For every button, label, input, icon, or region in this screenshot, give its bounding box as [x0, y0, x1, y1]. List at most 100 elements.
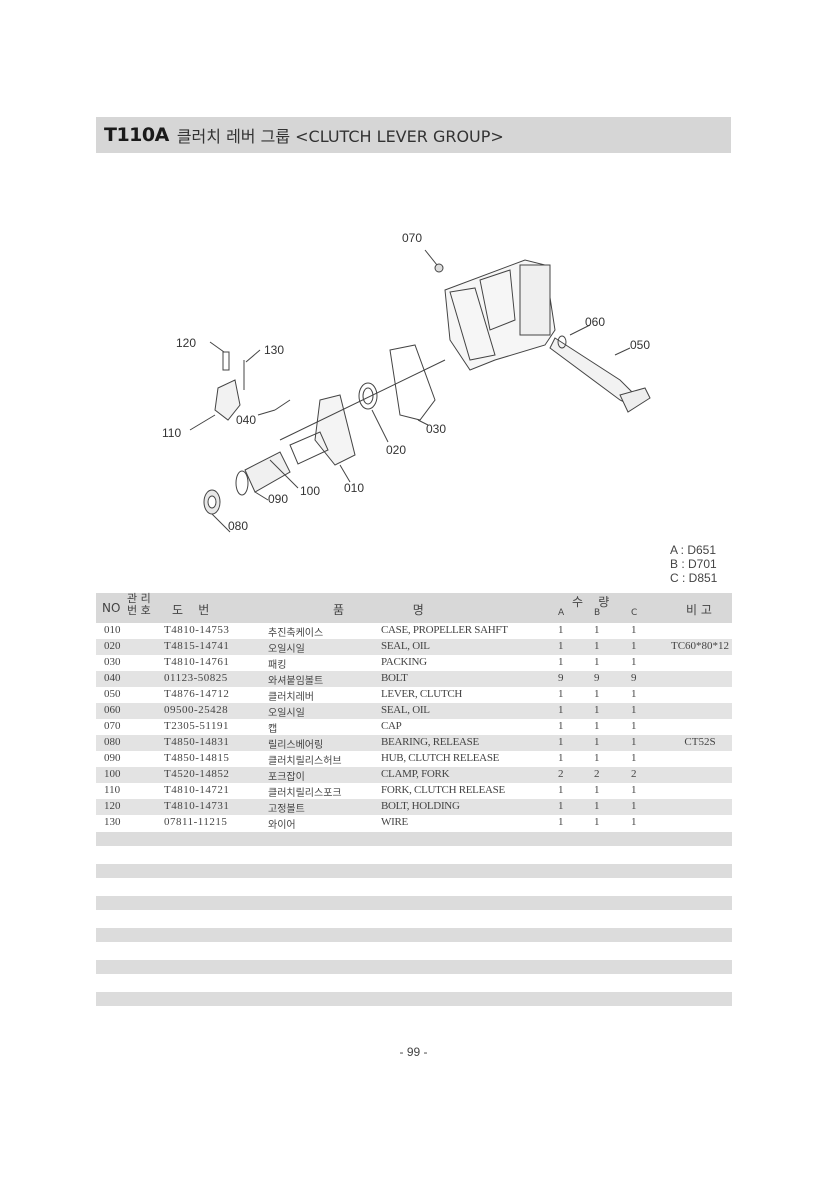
- row-no: 010: [104, 624, 121, 636]
- row-korean-name: 와이어: [268, 820, 296, 831]
- row-qty-b: 1: [594, 720, 600, 732]
- header-remark: 비 고: [686, 603, 712, 617]
- row-part-number: T4850-14815: [164, 752, 230, 764]
- row-english-name: HUB, CLUTCH RELEASE: [381, 752, 500, 764]
- table-row: 100 T4520-14852 포크잡이 CLAMP, FORK 2 2 2: [96, 767, 732, 783]
- row-qty-b: 2: [594, 768, 600, 780]
- row-part-number: 01123-50825: [164, 672, 228, 684]
- callout-120: 120: [176, 336, 196, 350]
- table-row: 030 T4810-14761 패킹 PACKING 1 1 1: [96, 655, 732, 671]
- row-part-number: T4520-14852: [164, 768, 230, 780]
- group-code: T110A: [104, 124, 169, 146]
- legend-c: C : D851: [670, 571, 718, 585]
- row-no: 080: [104, 736, 121, 748]
- model-legend: A : D651 B : D701 C : D851: [670, 543, 730, 585]
- blank-row-band: [96, 832, 732, 846]
- row-remark: CT52S: [684, 736, 716, 748]
- row-qty-a: 1: [558, 656, 564, 668]
- header-no: NO: [102, 601, 121, 615]
- header-b: B: [594, 608, 601, 618]
- row-english-name: BOLT, HOLDING: [381, 800, 460, 812]
- row-english-name: LEVER, CLUTCH: [381, 688, 463, 700]
- row-no: 060: [104, 704, 121, 716]
- blank-row-band: [96, 960, 732, 974]
- row-qty-a: 2: [558, 768, 564, 780]
- row-korean-name: 클러치릴리스포크: [268, 788, 342, 799]
- callout-100: 100: [300, 484, 320, 498]
- row-korean-name: 캡: [268, 724, 278, 735]
- row-korean-name: 추진축케이스: [268, 628, 324, 639]
- row-qty-c: 1: [631, 656, 637, 668]
- header-mgmt-2: 번 호: [127, 604, 151, 617]
- row-qty-c: 1: [631, 816, 637, 828]
- row-qty-b: 1: [594, 704, 600, 716]
- table-row: 010 T4810-14753 추진축케이스 CASE, PROPELLER S…: [96, 623, 732, 639]
- header-mgmt-1: 관 리: [127, 592, 151, 605]
- row-part-number: 07811-11215: [164, 816, 228, 828]
- exploded-parts-diagram: 070 060 050 120 130 040 110 030 020 010 …: [162, 231, 651, 533]
- row-qty-a: 1: [558, 816, 564, 828]
- row-english-name: CLAMP, FORK: [381, 768, 450, 780]
- title-bar: T110A 클러치 레버 그룹 <CLUTCH LEVER GROUP>: [96, 117, 731, 153]
- row-qty-b: 1: [594, 784, 600, 796]
- callout-040: 040: [236, 413, 256, 427]
- row-qty-a: 9: [558, 672, 564, 684]
- row-qty-b: 1: [594, 736, 600, 748]
- callout-060: 060: [585, 315, 605, 329]
- row-part-number: T4810-14761: [164, 656, 230, 668]
- callout-110: 110: [162, 426, 181, 440]
- row-english-name: WIRE: [381, 816, 408, 828]
- row-no: 110: [104, 784, 121, 796]
- row-part-number: T4850-14831: [164, 736, 230, 748]
- row-qty-a: 1: [558, 800, 564, 812]
- row-english-name: FORK, CLUTCH RELEASE: [381, 784, 505, 796]
- row-qty-a: 1: [558, 688, 564, 700]
- callout-020: 020: [386, 443, 406, 457]
- row-english-name: SEAL, OIL: [381, 704, 430, 716]
- row-korean-name: 패킹: [268, 660, 287, 671]
- header-a: A: [558, 608, 565, 618]
- header-c: C: [631, 608, 638, 618]
- row-part-number: 09500-25428: [164, 704, 229, 716]
- callout-030: 030: [426, 422, 446, 436]
- callout-130: 130: [264, 343, 284, 357]
- table-row: 120 T4810-14731 고정볼트 BOLT, HOLDING 1 1 1: [96, 799, 732, 815]
- row-qty-c: 1: [631, 752, 637, 764]
- row-qty-b: 1: [594, 800, 600, 812]
- row-qty-a: 1: [558, 752, 564, 764]
- row-qty-a: 1: [558, 784, 564, 796]
- blank-row-band: [96, 864, 732, 878]
- row-korean-name: 포크잡이: [268, 772, 305, 783]
- row-qty-c: 1: [631, 784, 637, 796]
- row-korean-name: 고정볼트: [268, 804, 305, 815]
- blank-row-band: [96, 928, 732, 942]
- row-english-name: CAP: [381, 720, 402, 732]
- row-no: 020: [104, 640, 121, 652]
- row-qty-c: 9: [631, 672, 637, 684]
- row-english-name: SEAL, OIL: [381, 640, 430, 652]
- row-qty-b: 1: [594, 656, 600, 668]
- blank-row-band: [96, 992, 732, 1006]
- row-qty-c: 1: [631, 704, 637, 716]
- row-part-number: T4810-14721: [164, 784, 230, 796]
- table-row: 130 07811-11215 와이어 WIRE 1 1 1: [96, 815, 732, 831]
- row-qty-c: 1: [631, 800, 637, 812]
- table-row: 040 01123-50825 와셔붙임볼트 BOLT 9 9 9: [96, 671, 732, 687]
- header-name: 품 명: [333, 603, 424, 617]
- row-no: 070: [104, 720, 121, 732]
- table-row: 090 T4850-14815 클러치릴리스허브 HUB, CLUTCH REL…: [96, 751, 732, 767]
- row-korean-name: 릴리스베어링: [268, 740, 324, 751]
- row-part-number: T4876-14712: [164, 688, 230, 700]
- row-qty-a: 1: [558, 704, 564, 716]
- callout-070: 070: [402, 231, 422, 245]
- parts-table: 010 T4810-14753 추진축케이스 CASE, PROPELLER S…: [96, 623, 732, 831]
- row-no: 120: [104, 800, 121, 812]
- row-english-name: BOLT: [381, 672, 408, 684]
- callout-080: 080: [228, 519, 248, 533]
- row-korean-name: 클러치레버: [268, 692, 314, 703]
- row-no: 040: [104, 672, 121, 684]
- legend-b: B : D701: [670, 557, 717, 571]
- table-row: 080 T4850-14831 릴리스베어링 BEARING, RELEASE …: [96, 735, 732, 751]
- row-qty-c: 1: [631, 688, 637, 700]
